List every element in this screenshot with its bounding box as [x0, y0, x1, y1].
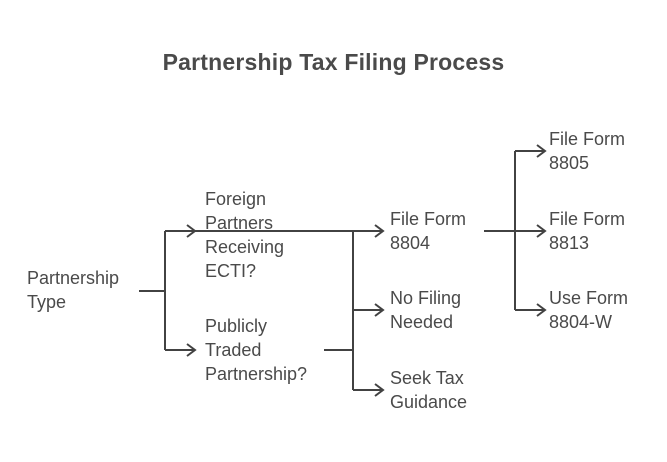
arrow-to-publicly-traded [165, 343, 197, 357]
connector-level-3 [484, 144, 547, 317]
node-foreign-partners-ecti: Foreign Partners Receiving ECTI? [205, 189, 285, 281]
node-file-form-8813: File Form 8813 [549, 209, 625, 253]
arrow-to-file-form-8804 [353, 224, 385, 238]
node-file-form-8804: File Form 8804 [390, 209, 466, 253]
connector-level-2 [324, 224, 385, 397]
arrow-to-file-form-8805 [515, 144, 547, 158]
node-no-filing-needed: No Filing Needed [390, 288, 462, 332]
arrow-to-use-form-8804w [515, 303, 547, 317]
node-partnership-type: Partnership Type [27, 268, 120, 312]
arrow-to-no-filing-needed [353, 303, 385, 317]
node-file-form-8805: File Form 8805 [549, 129, 625, 173]
node-seek-tax-guidance: Seek Tax Guidance [390, 368, 468, 412]
arrow-to-file-form-8813 [515, 224, 547, 238]
arrow-to-seek-tax-guidance [353, 383, 385, 397]
node-use-form-8804-w: Use Form 8804-W [549, 288, 629, 332]
node-publicly-traded-partnership: Publicly Traded Partnership? [205, 316, 308, 384]
diagram-title: Partnership Tax Filing Process [162, 49, 505, 75]
